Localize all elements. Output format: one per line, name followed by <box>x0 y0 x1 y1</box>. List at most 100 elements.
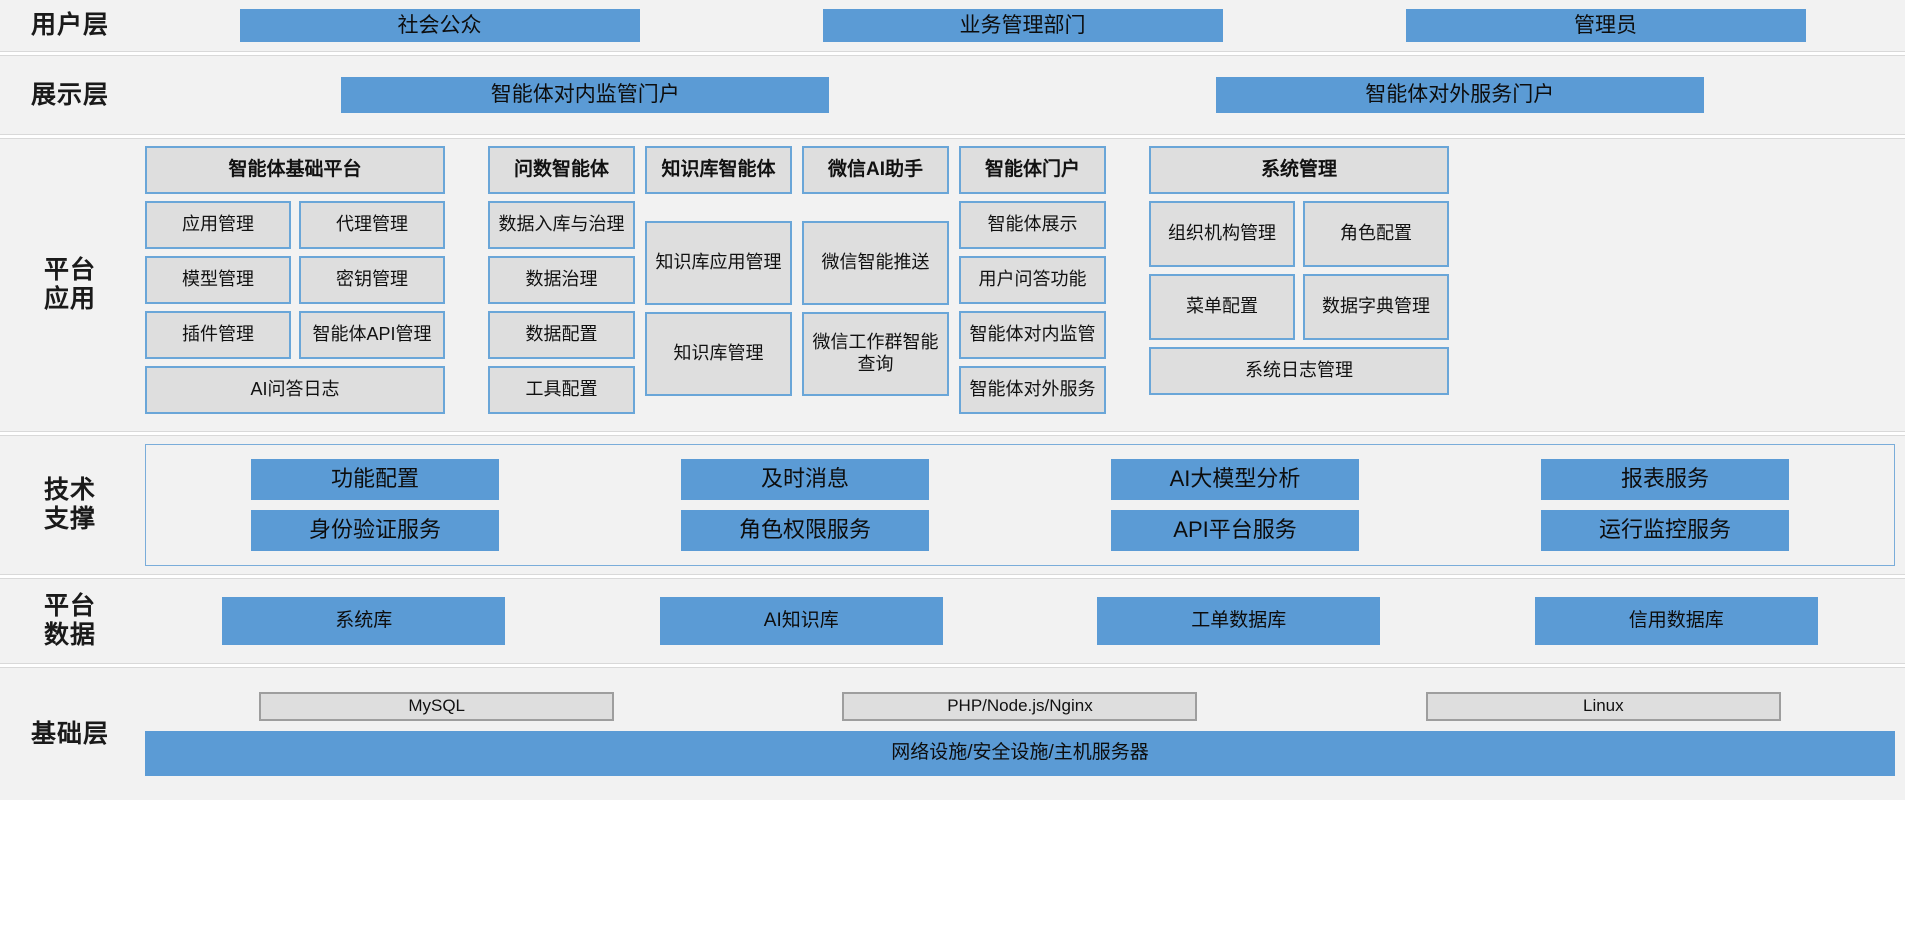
user-cell: 业务管理部门 <box>731 9 1314 42</box>
app-item-role-config[interactable]: 角色配置 <box>1303 201 1449 267</box>
display-box-internal-portal[interactable]: 智能体对内监管门户 <box>341 77 830 113</box>
app-item-data-config[interactable]: 数据配置 <box>488 311 635 359</box>
app-item-agent-showcase[interactable]: 智能体展示 <box>959 201 1106 249</box>
data-cell: 系统库 <box>145 597 583 645</box>
layer-label-user: 用户层 <box>30 11 109 40</box>
layer-label-display: 展示层 <box>30 80 109 109</box>
layer-user: 用户层 社会公众 业务管理部门 管理员 <box>0 0 1905 52</box>
tech-box-instant-message[interactable]: 及时消息 <box>681 459 929 500</box>
tech-cell: AI大模型分析 <box>1020 459 1450 500</box>
group-title-agent-base-platform[interactable]: 智能体基础平台 <box>145 146 445 194</box>
app-row: 应用管理 代理管理 <box>145 201 445 249</box>
user-cell: 社会公众 <box>148 9 731 42</box>
app-item-agent-internal-supervision[interactable]: 智能体对内监管 <box>959 311 1106 359</box>
tech-box-function-config[interactable]: 功能配置 <box>251 459 499 500</box>
app-group-wechat-ai-assistant: 微信AI助手 微信智能推送 微信工作群智能查询 <box>802 146 949 424</box>
app-item-tool-config[interactable]: 工具配置 <box>488 366 635 414</box>
tech-cell: 功能配置 <box>160 459 590 500</box>
app-item-wechat-group-smart-query[interactable]: 微信工作群智能查询 <box>802 312 949 396</box>
app-item-org-structure-management[interactable]: 组织机构管理 <box>1149 201 1295 267</box>
group-title-agent-portal[interactable]: 智能体门户 <box>959 146 1106 194</box>
app-group-agent-base-platform: 智能体基础平台 应用管理 代理管理 模型管理 密钥管理 插件管理 智能体API管… <box>145 146 445 424</box>
tech-cell: 身份验证服务 <box>160 510 590 551</box>
app-group-agent-portal: 智能体门户 智能体展示 用户问答功能 智能体对内监管 智能体对外服务 <box>959 146 1106 424</box>
layer-label-data: 平台 数据 <box>0 579 140 663</box>
data-box-ai-knowledge-db[interactable]: AI知识库 <box>659 597 943 645</box>
tech-row-2: 身份验证服务 角色权限服务 API平台服务 运行监控服务 <box>160 510 1880 551</box>
tech-cell: 角色权限服务 <box>590 510 1020 551</box>
infra-box-linux[interactable]: Linux <box>1425 692 1781 721</box>
display-box-external-portal[interactable]: 智能体对外服务门户 <box>1215 77 1704 113</box>
app-item-system-log-management[interactable]: 系统日志管理 <box>1149 347 1449 395</box>
infra-box-network-security-host[interactable]: 网络设施/安全设施/主机服务器 <box>145 731 1895 776</box>
layer-platform-data: 平台 数据 系统库 AI知识库 工单数据库 信用数据库 <box>0 578 1905 664</box>
app-item-wechat-smart-push[interactable]: 微信智能推送 <box>802 221 949 305</box>
layer-label-tech-line2: 支撑 <box>43 505 96 533</box>
app-item-kb-application-management[interactable]: 知识库应用管理 <box>645 221 792 305</box>
layer-label-platform-line2: 应用 <box>43 285 96 313</box>
app-item-key-management[interactable]: 密钥管理 <box>299 256 445 304</box>
layer-platform-body: 智能体基础平台 应用管理 代理管理 模型管理 密钥管理 插件管理 智能体API管… <box>140 139 1905 431</box>
group-title-knowledge-base-agent[interactable]: 知识库智能体 <box>645 146 792 194</box>
data-box-system-db[interactable]: 系统库 <box>222 597 506 645</box>
tech-box-api-platform-service[interactable]: API平台服务 <box>1111 510 1359 551</box>
layer-label-tech-line1: 技术 <box>43 476 96 505</box>
data-box-work-order-db[interactable]: 工单数据库 <box>1097 597 1381 645</box>
app-item-application-management[interactable]: 应用管理 <box>145 201 291 249</box>
layer-infrastructure: 基础层 MySQL PHP/Node.js/Nginx Linux 网络设施/安… <box>0 667 1905 800</box>
data-cell: 工单数据库 <box>1020 597 1458 645</box>
user-box-admin[interactable]: 管理员 <box>1405 9 1806 42</box>
group-title-wechat-ai-assistant[interactable]: 微信AI助手 <box>802 146 949 194</box>
app-item-data-governance[interactable]: 数据治理 <box>488 256 635 304</box>
user-box-public[interactable]: 社会公众 <box>239 9 640 42</box>
tech-cell: 报表服务 <box>1450 459 1880 500</box>
layer-label-infra: 基础层 <box>30 719 109 748</box>
tech-cell: 运行监控服务 <box>1450 510 1880 551</box>
app-item-agent-management[interactable]: 代理管理 <box>299 201 445 249</box>
spacer <box>645 201 792 214</box>
app-item-agent-api-management[interactable]: 智能体API管理 <box>299 311 445 359</box>
infra-box-php-node-nginx[interactable]: PHP/Node.js/Nginx <box>842 692 1198 721</box>
app-item-menu-config[interactable]: 菜单配置 <box>1149 274 1295 340</box>
layer-data-body: 系统库 AI知识库 工单数据库 信用数据库 <box>140 579 1905 663</box>
tech-box-role-permission-service[interactable]: 角色权限服务 <box>681 510 929 551</box>
group-title-system-management[interactable]: 系统管理 <box>1149 146 1449 194</box>
layer-label-data-line2: 数据 <box>43 621 96 649</box>
group-title-data-query-agent[interactable]: 问数智能体 <box>488 146 635 194</box>
layer-label-tech: 技术 支撑 <box>0 436 140 574</box>
tech-box-runtime-monitor-service[interactable]: 运行监控服务 <box>1541 510 1789 551</box>
tech-box-ai-llm-analysis[interactable]: AI大模型分析 <box>1111 459 1359 500</box>
infra-cell: MySQL <box>145 692 728 721</box>
app-row: 插件管理 智能体API管理 <box>145 311 445 359</box>
layer-label-data-line1: 平台 <box>43 592 96 621</box>
user-box-business-dept[interactable]: 业务管理部门 <box>822 9 1223 42</box>
app-item-agent-external-service[interactable]: 智能体对外服务 <box>959 366 1106 414</box>
app-item-kb-management[interactable]: 知识库管理 <box>645 312 792 396</box>
tech-box-identity-auth-service[interactable]: 身份验证服务 <box>251 510 499 551</box>
app-item-model-management[interactable]: 模型管理 <box>145 256 291 304</box>
layer-infra-body: MySQL PHP/Node.js/Nginx Linux 网络设施/安全设施/… <box>140 668 1905 800</box>
app-row: 菜单配置 数据字典管理 <box>1149 274 1449 340</box>
data-cell: AI知识库 <box>583 597 1021 645</box>
app-item-plugin-management[interactable]: 插件管理 <box>145 311 291 359</box>
data-box-credit-db[interactable]: 信用数据库 <box>1534 597 1818 645</box>
app-item-ai-qa-log[interactable]: AI问答日志 <box>145 366 445 414</box>
tech-box-report-service[interactable]: 报表服务 <box>1541 459 1789 500</box>
tech-cell: 及时消息 <box>590 459 1020 500</box>
tech-row-1: 功能配置 及时消息 AI大模型分析 报表服务 <box>160 459 1880 500</box>
app-row: 组织机构管理 角色配置 <box>1149 201 1449 267</box>
layer-platform-applications: 平台 应用 智能体基础平台 应用管理 代理管理 模型管理 密钥管理 插件管理 智… <box>0 138 1905 432</box>
display-cell: 智能体对内监管门户 <box>148 77 1023 113</box>
infra-cell: PHP/Node.js/Nginx <box>728 692 1311 721</box>
app-item-data-dictionary-management[interactable]: 数据字典管理 <box>1303 274 1449 340</box>
tech-cell: API平台服务 <box>1020 510 1450 551</box>
app-item-data-ingest-governance[interactable]: 数据入库与治理 <box>488 201 635 249</box>
app-item-user-qa-function[interactable]: 用户问答功能 <box>959 256 1106 304</box>
infra-foundation-row: 网络设施/安全设施/主机服务器 <box>145 731 1895 776</box>
layer-display: 展示层 智能体对内监管门户 智能体对外服务门户 <box>0 55 1905 135</box>
layer-technical-support: 技术 支撑 功能配置 及时消息 AI大模型分析 报表服务 <box>0 435 1905 575</box>
app-group-system-management: 系统管理 组织机构管理 角色配置 菜单配置 数据字典管理 系统日志管理 <box>1149 146 1449 424</box>
infra-box-mysql[interactable]: MySQL <box>259 692 615 721</box>
display-cell: 智能体对外服务门户 <box>1023 77 1898 113</box>
